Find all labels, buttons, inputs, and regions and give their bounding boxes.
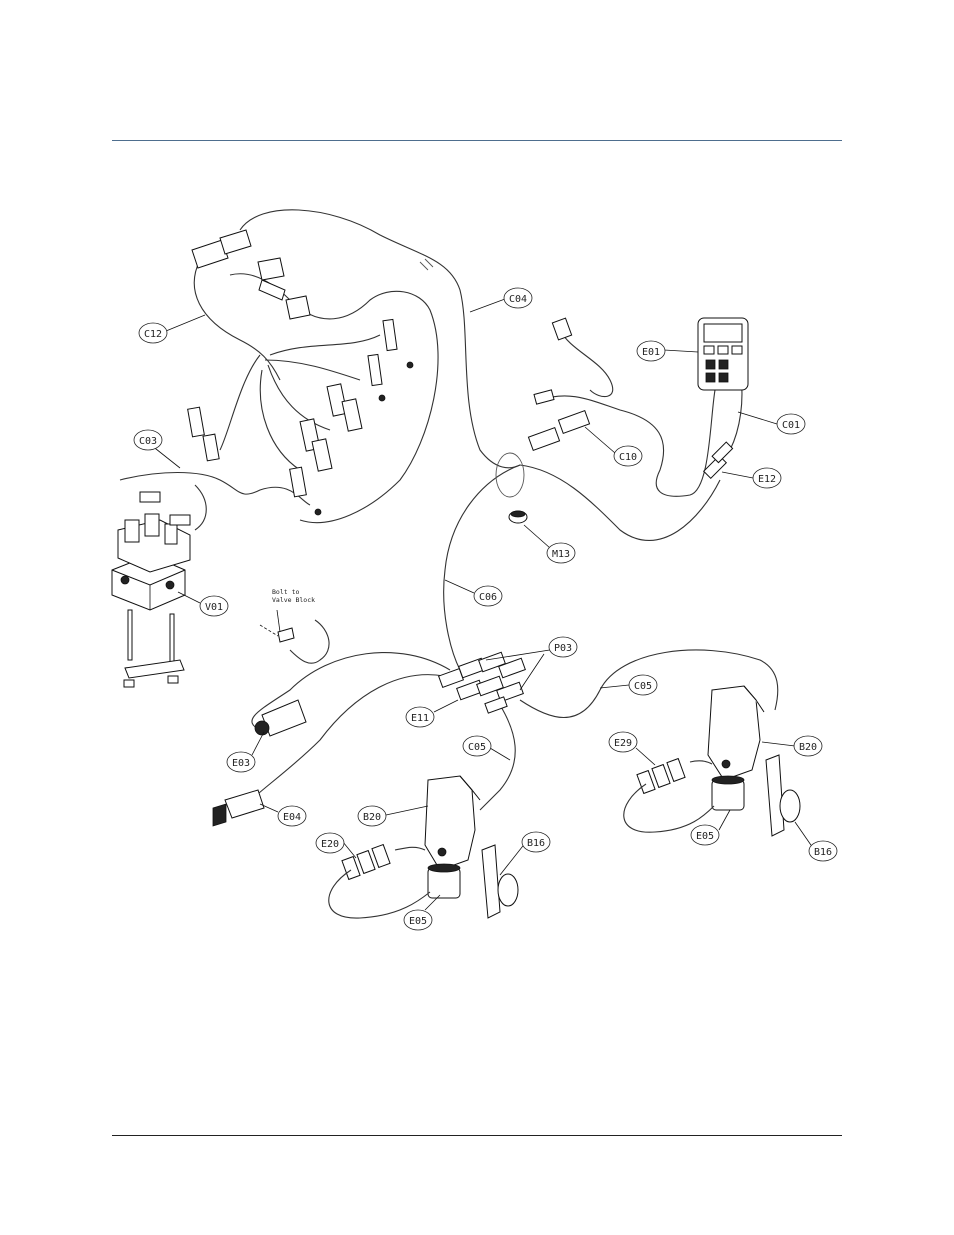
note-line-1: Bolt to xyxy=(272,588,299,596)
callout-m13: M13 xyxy=(547,543,575,563)
callout-c03: C03 xyxy=(134,430,162,450)
svg-text:E05: E05 xyxy=(696,831,714,842)
callout-c05-right: C05 xyxy=(629,675,657,695)
svg-text:P03: P03 xyxy=(554,643,572,654)
callout-p03: P03 xyxy=(549,637,577,657)
left-mount-assembly xyxy=(329,776,518,918)
callout-e20: E20 xyxy=(316,833,344,853)
callout-c05-left: C05 xyxy=(463,736,491,756)
callout-e04: E04 xyxy=(278,806,306,826)
svg-text:V01: V01 xyxy=(205,602,223,613)
c12-connectors xyxy=(188,230,413,515)
svg-text:B16: B16 xyxy=(527,838,545,849)
footer-rule xyxy=(112,1135,842,1136)
bolt-note: Bolt to Valve Block xyxy=(272,588,315,604)
svg-text:C01: C01 xyxy=(782,420,800,431)
sensor-components xyxy=(213,628,306,826)
callout-e03: E03 xyxy=(227,752,255,772)
svg-text:E04: E04 xyxy=(283,812,301,823)
callout-b20-left: B20 xyxy=(358,806,386,826)
svg-text:E03: E03 xyxy=(232,758,250,769)
svg-text:B16: B16 xyxy=(814,847,832,858)
callout-c12: C12 xyxy=(139,323,167,343)
callout-c01: C01 xyxy=(777,414,805,434)
valve-block xyxy=(112,492,190,687)
svg-text:C03: C03 xyxy=(139,436,157,447)
callout-e05-left: E05 xyxy=(404,910,432,930)
callout-e11: E11 xyxy=(406,707,434,727)
callout-b20-right: B20 xyxy=(794,736,822,756)
callout-e12: E12 xyxy=(753,468,781,488)
display-module xyxy=(698,318,748,390)
callout-v01: V01 xyxy=(200,596,228,616)
svg-text:C05: C05 xyxy=(634,681,652,692)
callout-e29: E29 xyxy=(609,732,637,752)
harness-wires xyxy=(120,210,778,810)
callout-c04: C04 xyxy=(504,288,532,308)
svg-text:C10: C10 xyxy=(619,452,637,463)
svg-text:C04: C04 xyxy=(509,294,527,305)
callout-b16-left: B16 xyxy=(522,832,550,852)
grommet-m13 xyxy=(496,453,527,523)
callout-b16-right: B16 xyxy=(809,841,837,861)
svg-text:C12: C12 xyxy=(144,329,162,340)
callout-c06: C06 xyxy=(474,586,502,606)
callout-e01: E01 xyxy=(637,341,665,361)
svg-text:E20: E20 xyxy=(321,839,339,850)
svg-text:E11: E11 xyxy=(411,713,429,724)
svg-text:M13: M13 xyxy=(552,549,570,560)
callout-e05-right: E05 xyxy=(691,825,719,845)
svg-text:C05: C05 xyxy=(468,742,486,753)
svg-text:B20: B20 xyxy=(799,742,817,753)
svg-text:E12: E12 xyxy=(758,474,776,485)
svg-text:E01: E01 xyxy=(642,347,660,358)
callout-c10: C10 xyxy=(614,446,642,466)
connector-cluster xyxy=(439,652,526,713)
svg-text:C06: C06 xyxy=(479,592,497,603)
note-line-2: Valve Block xyxy=(272,596,315,604)
svg-text:E29: E29 xyxy=(614,738,632,749)
svg-text:E05: E05 xyxy=(409,916,427,927)
svg-text:B20: B20 xyxy=(363,812,381,823)
